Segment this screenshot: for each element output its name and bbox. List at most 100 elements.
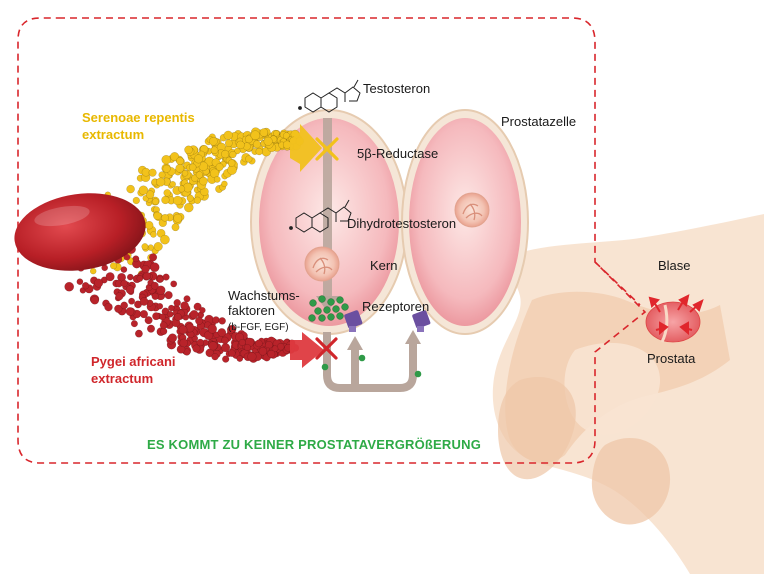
growth-factor-dot [327, 313, 335, 321]
dashed-frame [17, 17, 647, 464]
particle [224, 139, 233, 147]
particle [104, 302, 113, 312]
particle [164, 290, 173, 300]
capsule-icon [14, 193, 146, 271]
particle [207, 324, 218, 334]
steroid-molecule-icon-dht [289, 199, 352, 233]
particle [212, 316, 220, 324]
body-silhouette [492, 214, 764, 574]
particle [179, 338, 188, 348]
red-cross-icon [315, 337, 338, 360]
label-wachstumsfaktoren: Wachstums- faktoren (b-FGF, EGF) [228, 288, 300, 333]
pygeum-particle-cloud [61, 228, 300, 363]
particle [156, 177, 166, 187]
particle [178, 185, 186, 193]
particle [178, 325, 188, 335]
label-blase: Blase [658, 258, 691, 273]
particle [172, 195, 183, 206]
particle [132, 255, 140, 263]
particle [189, 310, 199, 319]
particle [168, 304, 175, 312]
particle [170, 280, 178, 288]
particle [258, 347, 268, 356]
wachstums-line3: (b-FGF, EGF) [228, 322, 289, 333]
particle [228, 349, 236, 357]
particle [149, 253, 158, 262]
particle [223, 130, 233, 140]
particle [196, 338, 205, 347]
particle [163, 189, 171, 197]
particle [128, 297, 136, 305]
particle [186, 194, 194, 202]
particle [184, 145, 193, 155]
particle [208, 341, 218, 351]
particle [64, 281, 75, 292]
label-dihydrotestosteron: Dihydrotestosteron [347, 216, 457, 231]
growth-factor-dot [414, 370, 422, 378]
particle [134, 329, 143, 338]
particle [76, 278, 84, 286]
particle [176, 157, 184, 165]
particle [153, 241, 163, 252]
particle [193, 154, 204, 164]
particle [227, 159, 236, 167]
particle [243, 343, 251, 352]
particle [213, 176, 221, 183]
particle [150, 281, 159, 290]
nucleus-right [454, 192, 490, 228]
conclusion-text: ES KOMMT ZU KEINER PROSTATAVERGRÖßERUNG [147, 437, 482, 452]
particle [105, 272, 115, 282]
particle [271, 345, 279, 353]
particle [188, 163, 197, 172]
particle [115, 292, 124, 301]
serenoa-arrow [290, 124, 322, 172]
steroid-molecule-icon [298, 79, 361, 113]
particle [218, 317, 226, 325]
particle [120, 279, 128, 288]
particle [125, 285, 135, 295]
particle [205, 348, 215, 358]
bladder-prostate-inset [645, 294, 704, 343]
particle [183, 295, 191, 303]
particle [221, 336, 229, 345]
particle [162, 273, 170, 281]
particle [151, 292, 159, 301]
pygeum-arrow [290, 332, 324, 368]
particle [156, 275, 164, 283]
particle [250, 130, 261, 141]
growth-factor-dot [358, 354, 366, 362]
wachstums-line1: Wachstums- [228, 288, 300, 303]
particle [149, 262, 160, 273]
feedback-arrowhead-left [347, 336, 363, 350]
particle [221, 343, 231, 353]
particle [247, 351, 257, 362]
growth-factor-dot [314, 307, 322, 315]
particle [244, 135, 253, 144]
particle [81, 282, 90, 290]
growth-factor-dot [318, 314, 326, 322]
particle [152, 198, 160, 206]
particle [159, 313, 166, 321]
particle [114, 304, 123, 313]
particle [89, 267, 97, 275]
particle [161, 195, 170, 205]
particle [259, 128, 269, 137]
particle [144, 220, 154, 230]
particle [120, 266, 128, 273]
particle [254, 339, 263, 348]
particle [193, 196, 202, 204]
particle [282, 140, 292, 149]
receptor-left [344, 310, 363, 332]
particle [170, 152, 180, 162]
particle [132, 196, 140, 205]
growth-factor-dot [323, 306, 331, 314]
particle [217, 328, 227, 337]
particle [234, 147, 241, 155]
particle [195, 171, 204, 179]
particle [166, 310, 174, 318]
growth-factor-cluster [308, 295, 349, 322]
particle [210, 146, 219, 155]
growth-factor-dot [321, 363, 329, 371]
growth-factor-dot [336, 296, 344, 304]
growth-factor-dot [309, 299, 317, 307]
